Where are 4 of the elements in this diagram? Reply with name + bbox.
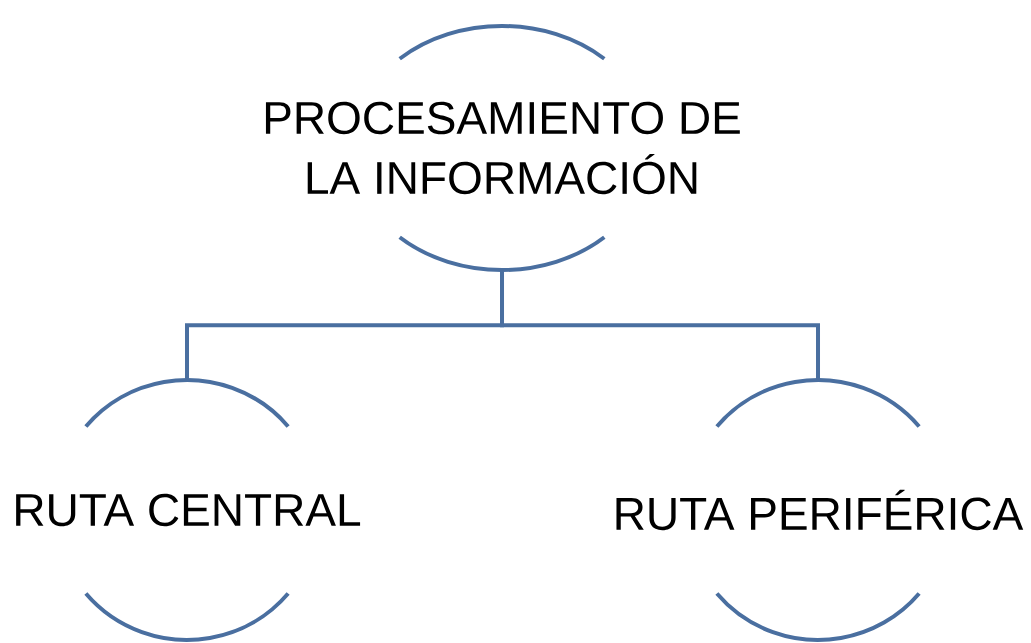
circle-node: RUTA CENTRAL [16, 378, 361, 642]
circle-node: PROCESAMIENTO DE LA INFORMACIÓN [265, 24, 740, 272]
circle-node: RUTA PERIFÉRICA [616, 378, 1024, 642]
connector-line [500, 270, 820, 380]
